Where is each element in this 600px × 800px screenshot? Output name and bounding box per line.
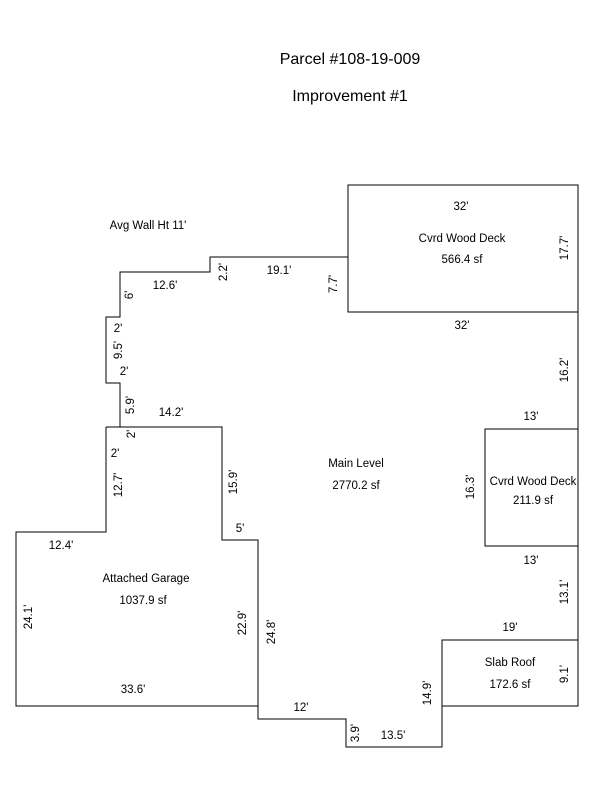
- dim-left-wall-b: 5.9': [125, 396, 137, 414]
- attached-garage-outline: [15, 426, 259, 707]
- dim-jog-a: 2': [114, 323, 123, 335]
- dim-jog-b: 2': [120, 366, 129, 378]
- dim-deck-2-left: 16.3': [465, 475, 477, 500]
- dim-garage-right-outer: 24.8': [266, 620, 278, 645]
- dim-right-upper: 16.2': [559, 358, 571, 383]
- deck-area-name: Cvrd Wood Deck: [419, 233, 506, 245]
- covered-wood-deck-2-outline: [484, 428, 579, 547]
- dim-deck-2-top: 13': [524, 411, 539, 423]
- garage-area-name: Attached Garage: [103, 573, 190, 585]
- dim-bottom-step: 3.9': [350, 724, 362, 742]
- dim-top-run: 19.1': [267, 265, 292, 277]
- dim-jog-c: 2': [126, 430, 138, 439]
- dim-mid-run: 14.2': [159, 407, 184, 419]
- dim-inner-jog: 5': [236, 523, 245, 535]
- dim-right-lower: 13.1': [559, 580, 571, 605]
- garage-area-size: 1037.9 sf: [119, 595, 167, 607]
- dim-deck-right: 17.7': [559, 236, 571, 261]
- dim-deck-left: 7.7': [328, 275, 340, 293]
- dim-inner-wall: 15.9': [228, 470, 240, 495]
- dim-step-a: 2.2': [218, 263, 230, 281]
- deck-area-size: 566.4 sf: [442, 254, 484, 266]
- slab-roof-outline: [442, 639, 579, 707]
- dim-slab-top: 19': [503, 622, 518, 634]
- dim-slab-right: 9.1': [559, 665, 571, 683]
- dim-garage-top: 12.4': [49, 540, 74, 552]
- dim-jog-d: 2': [111, 448, 120, 460]
- dim-diag-a: 6': [124, 291, 136, 300]
- dim-deck-top: 32': [454, 201, 469, 213]
- deck-2-area-size: 211.9 sf: [513, 495, 554, 507]
- avg-wall-height-note: Avg Wall Ht 11': [110, 220, 187, 232]
- dim-left-wall-c: 12.7': [113, 473, 125, 498]
- slab-roof-size: 172.6 sf: [490, 679, 532, 691]
- improvement-subtitle: Improvement #1: [292, 88, 408, 105]
- dim-garage-bottom: 33.6': [121, 684, 146, 696]
- main-level-size: 2770.2 sf: [332, 480, 380, 492]
- covered-wood-deck-outline: [347, 184, 579, 313]
- dim-garage-left: 24.1': [23, 605, 35, 630]
- main-level-name: Main Level: [328, 458, 384, 470]
- dim-bottom-b: 12': [294, 702, 309, 714]
- dim-garage-right-inner: 22.9': [237, 611, 249, 636]
- parcel-title: Parcel #108-19-009: [279, 51, 421, 68]
- deck-2-area-name: Cvrd Wood Deck: [490, 476, 577, 488]
- main-level-outline: [105, 256, 579, 748]
- dim-deck-bottom: 32': [455, 320, 470, 332]
- dim-slab-left: 14.9': [422, 681, 434, 706]
- dim-upper-left-run: 12.6': [153, 280, 178, 292]
- slab-roof-name: Slab Roof: [485, 657, 536, 669]
- dim-left-wall-a: 9.5': [113, 341, 125, 359]
- dim-bottom-a: 13.5': [381, 730, 406, 742]
- dim-deck-2-bottom: 13': [524, 555, 539, 567]
